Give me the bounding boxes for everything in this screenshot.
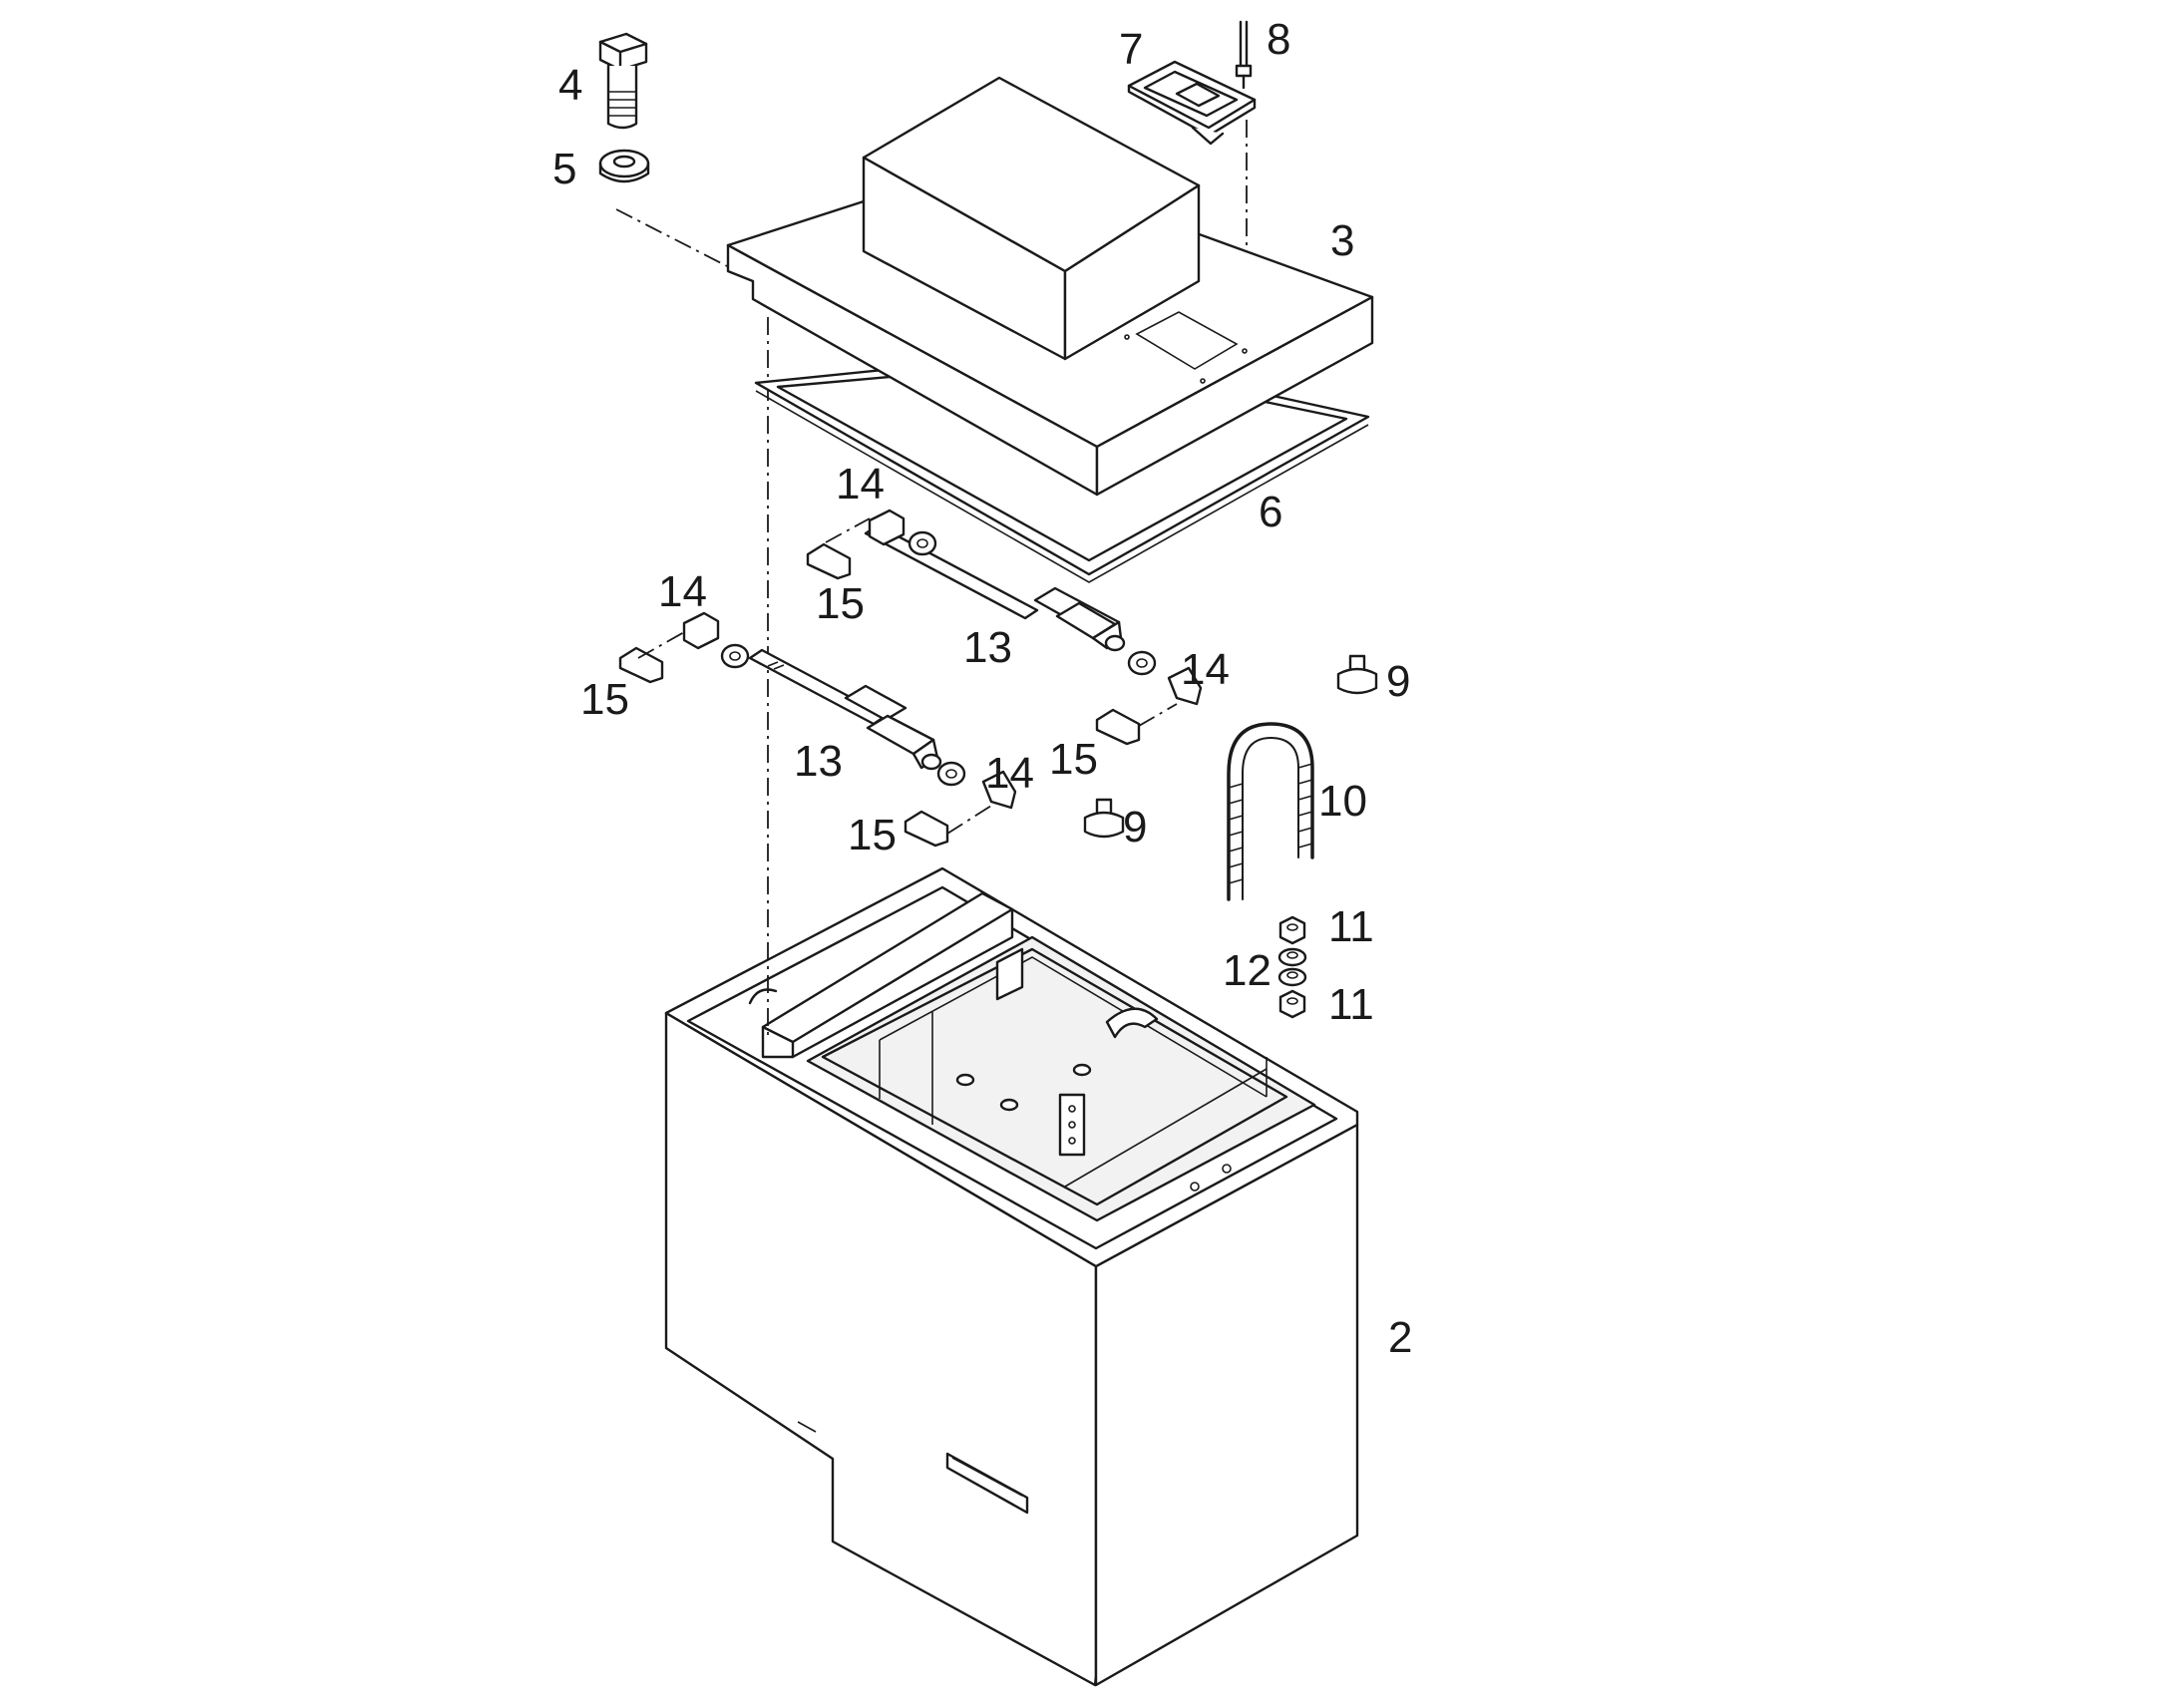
callout-9-upper: 9 [1386, 657, 1410, 706]
callout-14-d: 14 [985, 749, 1034, 798]
callout-10: 10 [1318, 777, 1367, 826]
clip-alignment-lines [637, 517, 1178, 835]
callout-2: 2 [1388, 1313, 1412, 1362]
callout-14-c: 14 [1181, 645, 1230, 694]
callout-7: 7 [1119, 25, 1143, 74]
cover [726, 76, 1374, 497]
callout-5: 5 [552, 145, 576, 193]
strut-lower [748, 648, 942, 771]
callout-4: 4 [558, 61, 582, 110]
screw [1235, 20, 1253, 90]
washer [598, 149, 650, 183]
callout-14-b: 14 [658, 567, 707, 616]
callout-8: 8 [1267, 15, 1290, 64]
callout-11-lower: 11 [1328, 980, 1374, 1029]
clips [618, 542, 1141, 848]
callout-15-b: 15 [580, 675, 629, 724]
cabinet-base [664, 866, 1359, 1687]
callout-6: 6 [1259, 488, 1282, 536]
strut-nuts [720, 530, 1157, 787]
rubber-bumpers [1083, 654, 1378, 839]
callout-15-a: 15 [816, 579, 865, 628]
callout-12: 12 [1223, 946, 1272, 995]
callout-11-upper: 11 [1328, 902, 1374, 951]
callout-14-a: 14 [836, 460, 885, 509]
strut-upper [864, 523, 1126, 652]
u-bolt [1227, 722, 1314, 901]
callout-3: 3 [1330, 216, 1354, 265]
callout-13-upper: 13 [963, 623, 1012, 672]
access-plate [1127, 60, 1257, 146]
alignment-line-bolt [615, 208, 734, 270]
callout-9-lower: 9 [1123, 803, 1147, 852]
callout-15-d: 15 [848, 811, 897, 859]
callout-15-c: 15 [1049, 735, 1098, 784]
ball-ends [682, 509, 1203, 810]
nuts-and-washers [1277, 915, 1307, 1019]
bolt [598, 32, 648, 130]
callout-13-lower: 13 [794, 737, 843, 786]
